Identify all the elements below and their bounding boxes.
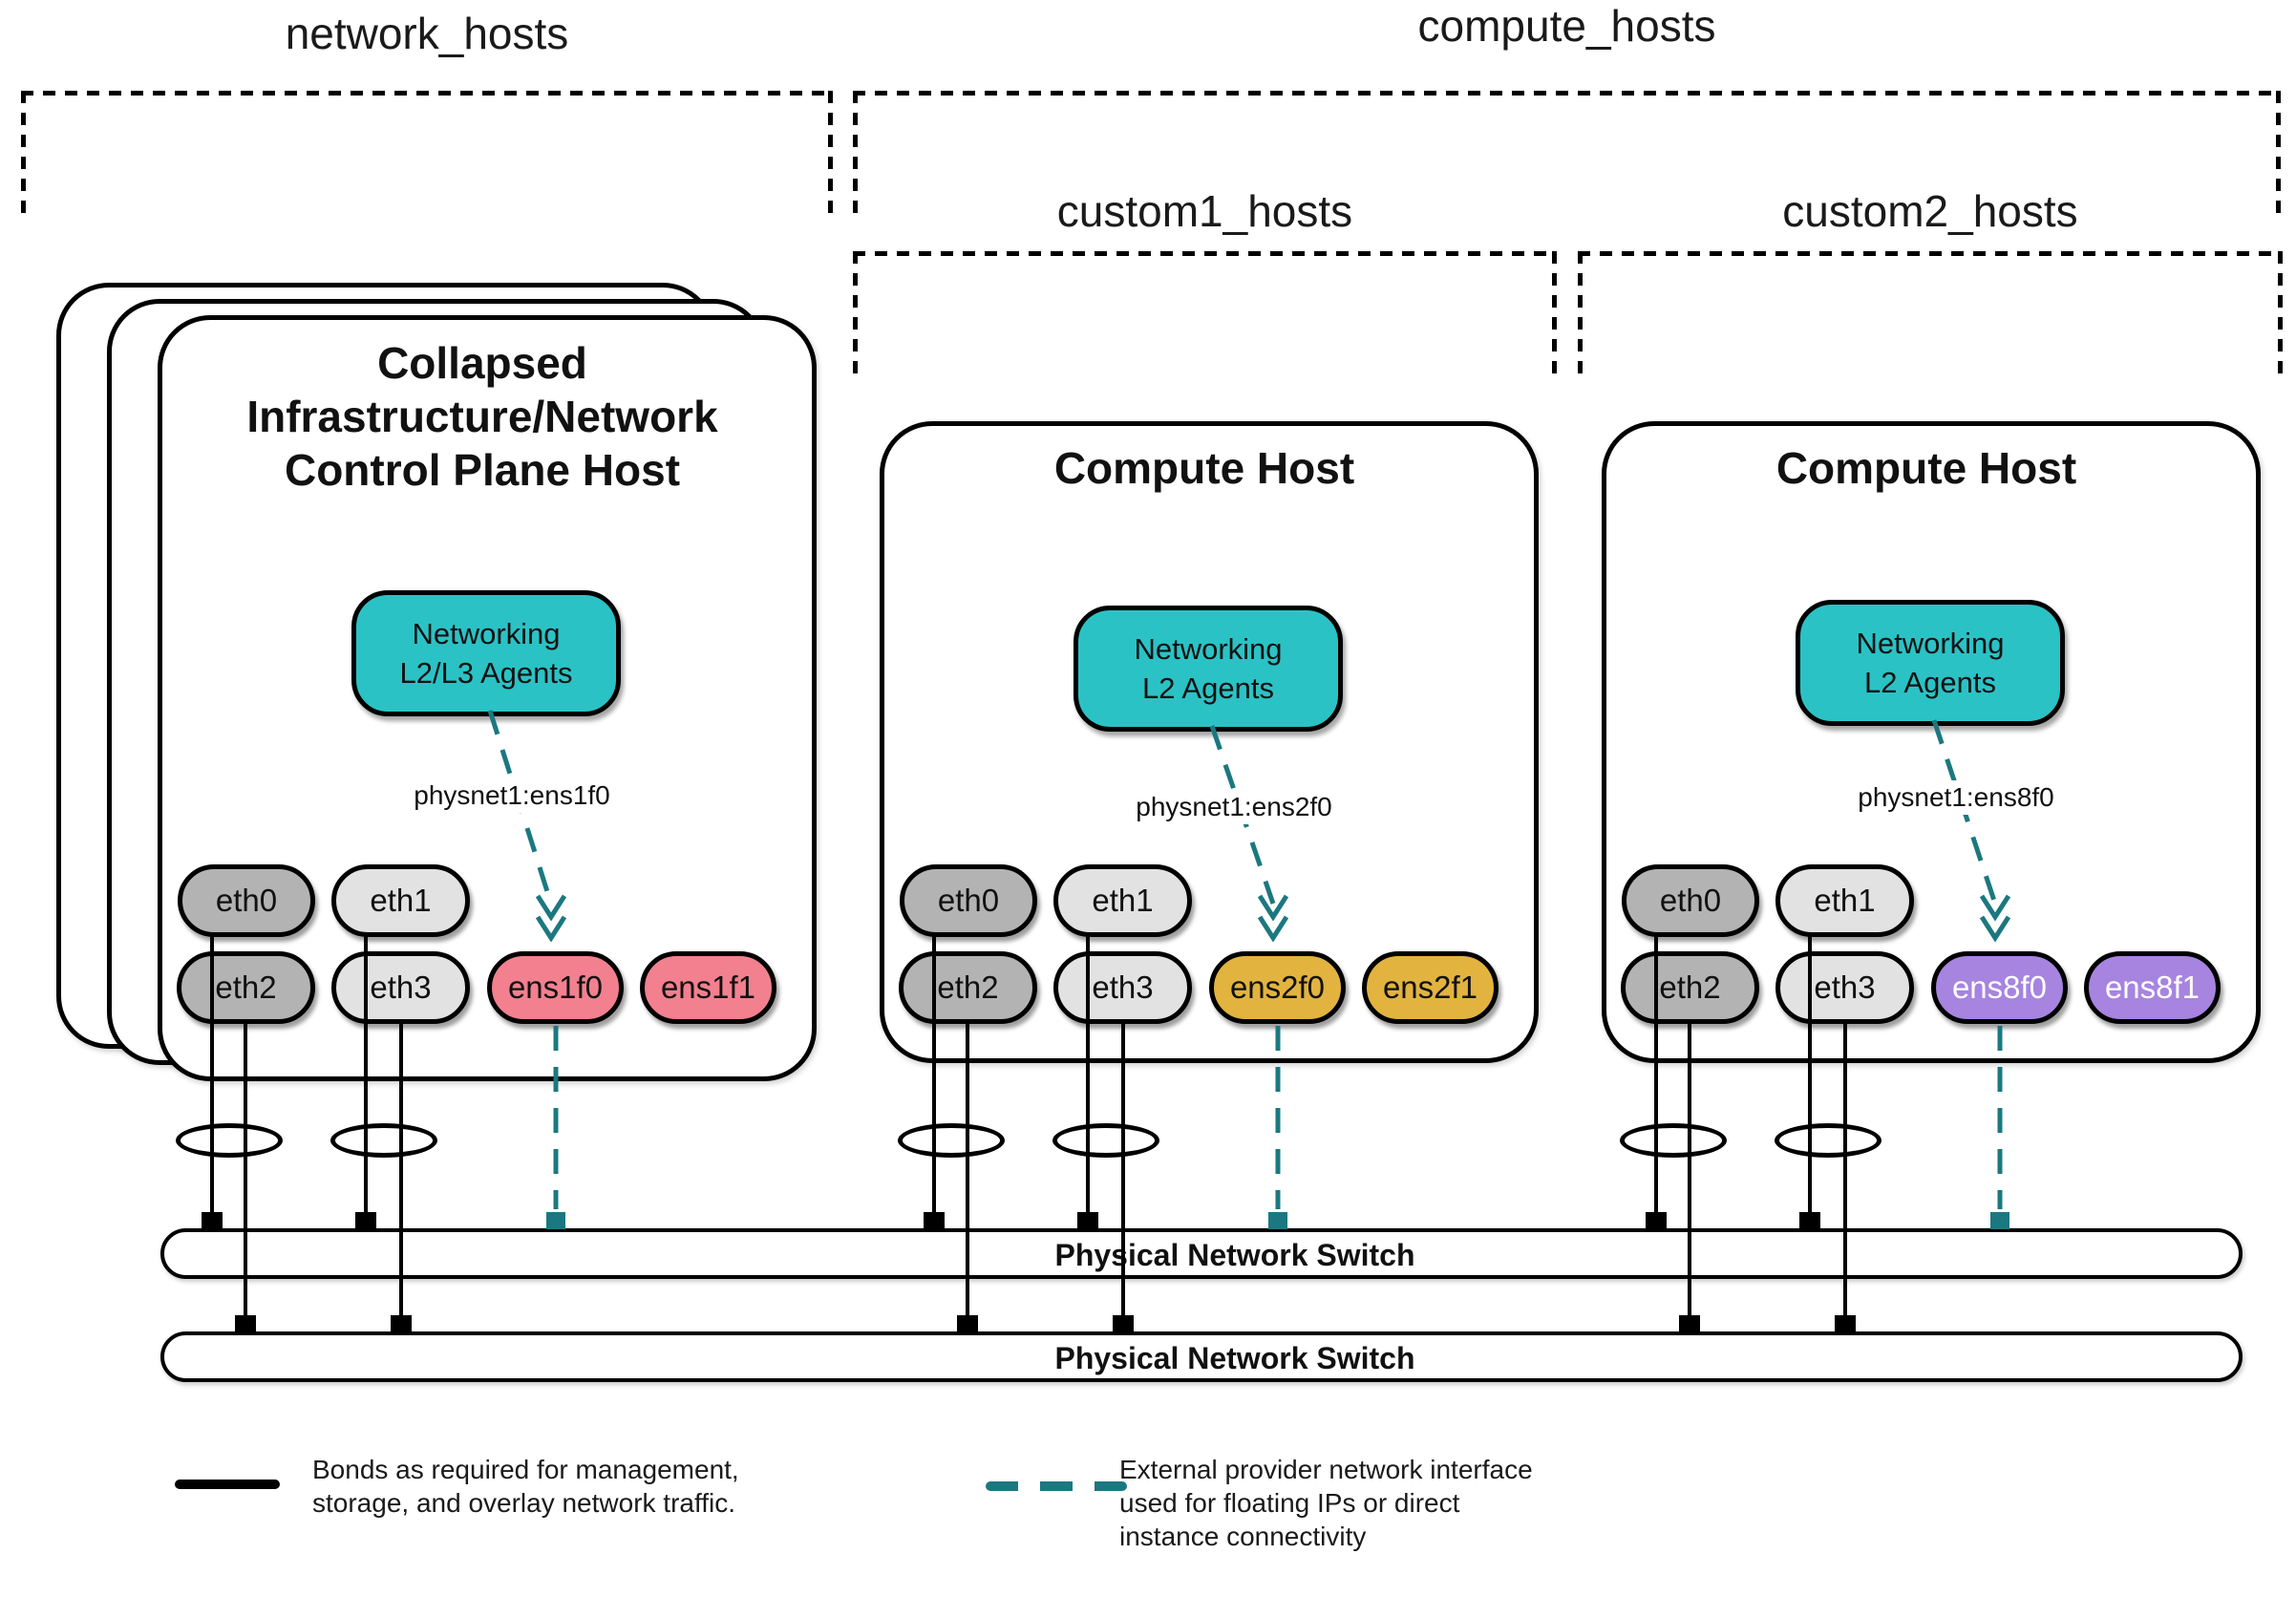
nic-pill-ens8f0: ens8f0: [1931, 951, 2068, 1024]
switch1-port-connector: [355, 1212, 376, 1229]
nic-pill-eth3: eth3: [1053, 951, 1192, 1024]
legend-bond-text-line1: Bonds as required for management,: [312, 1455, 739, 1484]
nic-pill-eth2: eth2: [1621, 951, 1759, 1024]
nic-pill-eth0: eth0: [900, 864, 1037, 937]
physnet-label-host3: physnet1:ens8f0: [1813, 780, 2099, 815]
nic-pill-eth0: eth0: [1622, 864, 1759, 937]
provider-port-connector: [1268, 1212, 1287, 1229]
agents-label-line1: Networking: [1134, 632, 1283, 666]
bond-line-eth0-switch1: [1654, 936, 1658, 1228]
nic-pill-ens2f0: ens2f0: [1209, 951, 1346, 1024]
compute-hosts-bracket-left: [853, 91, 858, 218]
physnet-label-host2: physnet1:ens2f0: [1091, 790, 1377, 824]
custom2-hosts-bracket-right: [2278, 251, 2283, 375]
control-plane-agents-box: Networking L2/L3 Agents: [351, 590, 621, 716]
legend-bond-text-line2: storage, and overlay network traffic.: [312, 1488, 736, 1518]
bond-line-eth3-switch2: [1121, 1022, 1125, 1331]
control-plane-host-title-line2: Infrastructure/Network: [246, 392, 718, 441]
nic-pill-ens2f1: ens2f1: [1362, 951, 1499, 1024]
provider-port-connector: [546, 1212, 565, 1229]
switch1-port-connector: [1799, 1212, 1820, 1229]
group-label-network-hosts: network_hosts: [285, 9, 569, 58]
bond-line-eth0-switch1: [932, 936, 936, 1228]
agents-label-line1: Networking: [1856, 627, 2005, 660]
nic-pill-eth1: eth1: [331, 864, 470, 937]
legend-bond-text: Bonds as required for management, storag…: [312, 1453, 847, 1520]
bond-ellipse: [1052, 1123, 1159, 1158]
custom1-hosts-bracket-left: [853, 251, 858, 375]
nic-pill-eth3: eth3: [331, 951, 470, 1024]
compute-1-agents-box: Networking L2 Agents: [1074, 606, 1343, 732]
bond-line-eth1-switch1: [1086, 936, 1090, 1228]
nic-pill-ens1f1: ens1f1: [640, 951, 776, 1024]
switch2-port-connector: [235, 1315, 256, 1332]
bond-ellipse: [1620, 1123, 1727, 1158]
compute-host-1-title: Compute Host: [1053, 443, 1355, 493]
agents-label-line1: Networking: [412, 617, 561, 650]
physnet-label-host1: physnet1:ens1f0: [369, 778, 655, 813]
nic-pill-eth2: eth2: [177, 951, 315, 1024]
legend-external-text: External provider network interface used…: [1119, 1453, 1654, 1553]
switch1-port-connector: [924, 1212, 945, 1229]
bond-ellipse: [898, 1123, 1005, 1158]
switch2-port-connector: [391, 1315, 412, 1332]
physical-network-switch-2: Physical Network Switch: [160, 1331, 2243, 1382]
bond-line-eth0-switch1: [210, 936, 214, 1228]
network-hosts-bracket-left: [21, 91, 26, 218]
bond-line-eth2-switch2: [1688, 1022, 1691, 1331]
bond-line-eth2-switch2: [966, 1022, 969, 1331]
switch1-port-connector: [202, 1212, 223, 1229]
bond-ellipse: [1775, 1123, 1881, 1158]
provider-port-connector: [1990, 1212, 2009, 1229]
switch-2-label: Physical Network Switch: [1054, 1341, 1415, 1375]
switch2-port-connector: [957, 1315, 978, 1332]
compute-2-agents-box: Networking L2 Agents: [1796, 600, 2065, 726]
switch2-port-connector: [1679, 1315, 1700, 1332]
nic-pill-ens1f0: ens1f0: [487, 951, 624, 1024]
agents-label-line2: L2 Agents: [1864, 666, 1996, 699]
legend-bond-line-sample: [175, 1480, 280, 1489]
legend-external-line-sample: [986, 1481, 1127, 1491]
bond-ellipse: [176, 1123, 283, 1158]
bond-line-eth3-switch2: [399, 1022, 403, 1331]
agents-label-line2: L2/L3 Agents: [399, 656, 573, 690]
custom1-hosts-bracket-top: [853, 251, 1557, 256]
legend-external-text-line2: used for floating IPs or direct: [1119, 1488, 1460, 1518]
switch1-port-connector: [1077, 1212, 1098, 1229]
nic-pill-eth3: eth3: [1775, 951, 1914, 1024]
custom2-hosts-bracket-left: [1578, 251, 1583, 375]
custom2-hosts-bracket-top: [1578, 251, 2283, 256]
network-hosts-bracket-right: [828, 91, 833, 218]
nic-pill-eth1: eth1: [1775, 864, 1914, 937]
group-label-compute-hosts: compute_hosts: [1417, 1, 1716, 51]
switch-1-label: Physical Network Switch: [1054, 1238, 1415, 1272]
custom1-hosts-bracket-right: [1552, 251, 1557, 375]
switch1-port-connector: [1646, 1212, 1667, 1229]
agents-label-line2: L2 Agents: [1142, 671, 1274, 705]
compute-hosts-bracket-right: [2276, 91, 2281, 218]
legend-external-text-line3: instance connectivity: [1119, 1522, 1367, 1551]
compute-hosts-bracket-top: [853, 91, 2281, 96]
nic-pill-eth2: eth2: [899, 951, 1037, 1024]
group-label-custom2-hosts: custom2_hosts: [1782, 186, 2078, 236]
nic-pill-eth0: eth0: [178, 864, 315, 937]
bond-line-eth1-switch1: [1808, 936, 1812, 1228]
physical-network-switch-1: Physical Network Switch: [160, 1228, 2243, 1279]
nic-pill-eth1: eth1: [1053, 864, 1192, 937]
group-label-custom1-hosts: custom1_hosts: [1056, 186, 1353, 236]
nic-pill-ens8f1: ens8f1: [2084, 951, 2221, 1024]
bond-ellipse: [330, 1123, 437, 1158]
control-plane-host-title-line3: Control Plane Host: [284, 445, 681, 495]
bond-line-eth1-switch1: [364, 936, 368, 1228]
legend-external-text-line1: External provider network interface: [1119, 1455, 1533, 1484]
compute-host-2-title: Compute Host: [1775, 443, 2077, 493]
bond-line-eth2-switch2: [244, 1022, 247, 1331]
bond-line-eth3-switch2: [1843, 1022, 1847, 1331]
switch2-port-connector: [1113, 1315, 1134, 1332]
network-hosts-bracket-top: [21, 91, 833, 96]
switch2-port-connector: [1835, 1315, 1856, 1332]
control-plane-host-title: Collapsed Infrastructure/Network Control…: [186, 336, 778, 497]
control-plane-host-title-line1: Collapsed: [377, 338, 587, 388]
